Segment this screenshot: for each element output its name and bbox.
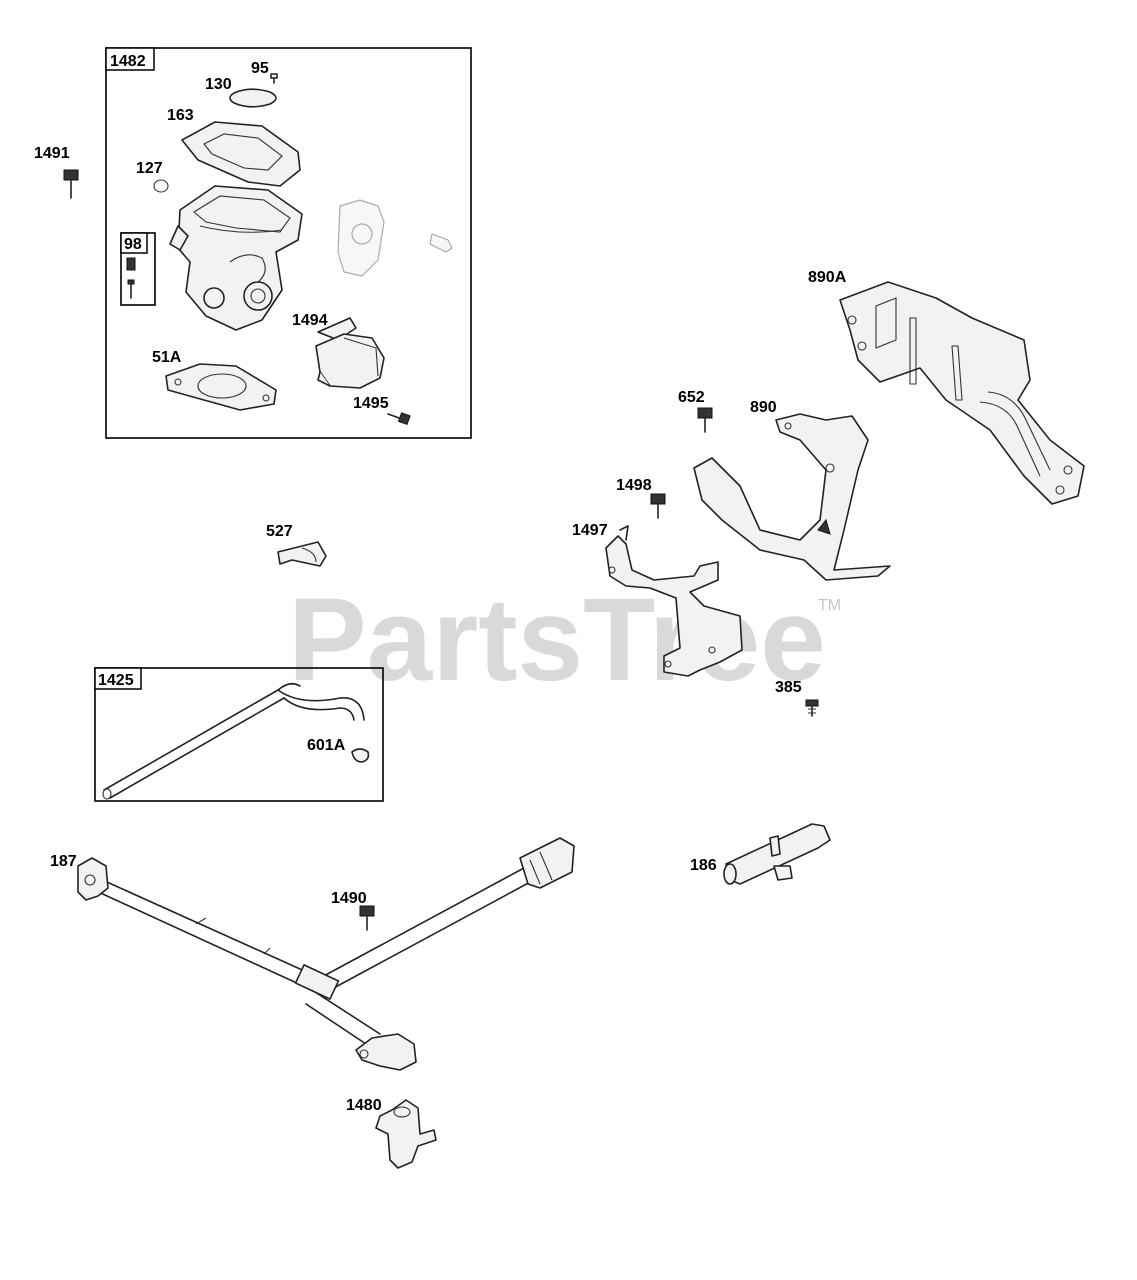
sensor-illustration: [337, 199, 453, 277]
label-1490[interactable]: 1490: [331, 890, 367, 907]
assembly-1425-frame: [94, 667, 384, 802]
part-1480-connector[interactable]: [375, 1099, 437, 1169]
label-890a[interactable]: 890A: [808, 269, 847, 286]
part-51a-gasket[interactable]: [165, 363, 277, 411]
watermark: PartsTree: [288, 574, 826, 706]
label-601a[interactable]: 601A: [307, 737, 346, 754]
part-890a-bracket[interactable]: [839, 281, 1085, 505]
throttle-body[interactable]: [169, 185, 303, 331]
label-1495[interactable]: 1495: [353, 395, 389, 412]
watermark-trademark: TM: [818, 597, 841, 614]
part-187-connector[interactable]: [77, 857, 109, 901]
part-186-tee[interactable]: [723, 823, 831, 885]
part-130-plate[interactable]: [229, 88, 277, 108]
vent-hose[interactable]: [102, 682, 365, 800]
part-890-bracket[interactable]: [693, 413, 891, 581]
assembly-1425-group: 1425 601A: [94, 667, 384, 802]
label-1498[interactable]: 1498: [616, 477, 652, 494]
label-1497[interactable]: 1497: [572, 522, 608, 539]
label-95[interactable]: 95: [251, 60, 269, 77]
part-601a-clamp[interactable]: [351, 748, 370, 763]
label-186[interactable]: 186: [690, 857, 717, 874]
kit-98-group: 98: [120, 232, 156, 306]
assembly-1482-group: 1482 95 130 163 127: [105, 47, 472, 439]
part-527-clip[interactable]: [277, 541, 327, 567]
part-95-screw[interactable]: [270, 73, 278, 84]
part-163-gasket[interactable]: [181, 121, 301, 187]
kit-98-label[interactable]: 98: [124, 236, 142, 253]
label-652[interactable]: 652: [678, 389, 705, 406]
part-1491-bolt[interactable]: [63, 169, 79, 199]
kit-98-spring[interactable]: [126, 257, 136, 271]
kit-98-tag: [120, 232, 148, 254]
part-385-screw[interactable]: [805, 699, 819, 717]
fuel-line-connector[interactable]: [355, 1033, 417, 1071]
part-1490-bolt[interactable]: [359, 905, 375, 931]
label-51a[interactable]: 51A: [152, 349, 182, 366]
label-385[interactable]: 385: [775, 679, 802, 696]
label-1480[interactable]: 1480: [346, 1097, 382, 1114]
part-1497-bracket[interactable]: [605, 525, 743, 677]
part-127-oring[interactable]: [153, 179, 169, 193]
label-163[interactable]: 163: [167, 107, 194, 124]
assembly-1425-label[interactable]: 1425: [98, 672, 134, 689]
assembly-1425-tag: [94, 667, 142, 690]
part-1498-bolt[interactable]: [650, 493, 666, 519]
label-130[interactable]: 130: [205, 76, 232, 93]
assembly-1482-tag: [105, 47, 155, 71]
part-652-bolt[interactable]: [697, 407, 713, 433]
part-1495-screw[interactable]: [387, 412, 411, 426]
part-1494-valve[interactable]: [315, 317, 385, 389]
label-1494[interactable]: 1494: [292, 312, 328, 329]
label-527[interactable]: 527: [266, 523, 293, 540]
label-127[interactable]: 127: [136, 160, 163, 177]
label-890[interactable]: 890: [750, 399, 777, 416]
label-187[interactable]: 187: [50, 853, 77, 870]
fuel-line-assembly[interactable]: [93, 837, 575, 1049]
assembly-1482-label[interactable]: 1482: [110, 53, 146, 70]
label-1491[interactable]: 1491: [34, 145, 70, 162]
assembly-1482-frame: [105, 47, 472, 439]
